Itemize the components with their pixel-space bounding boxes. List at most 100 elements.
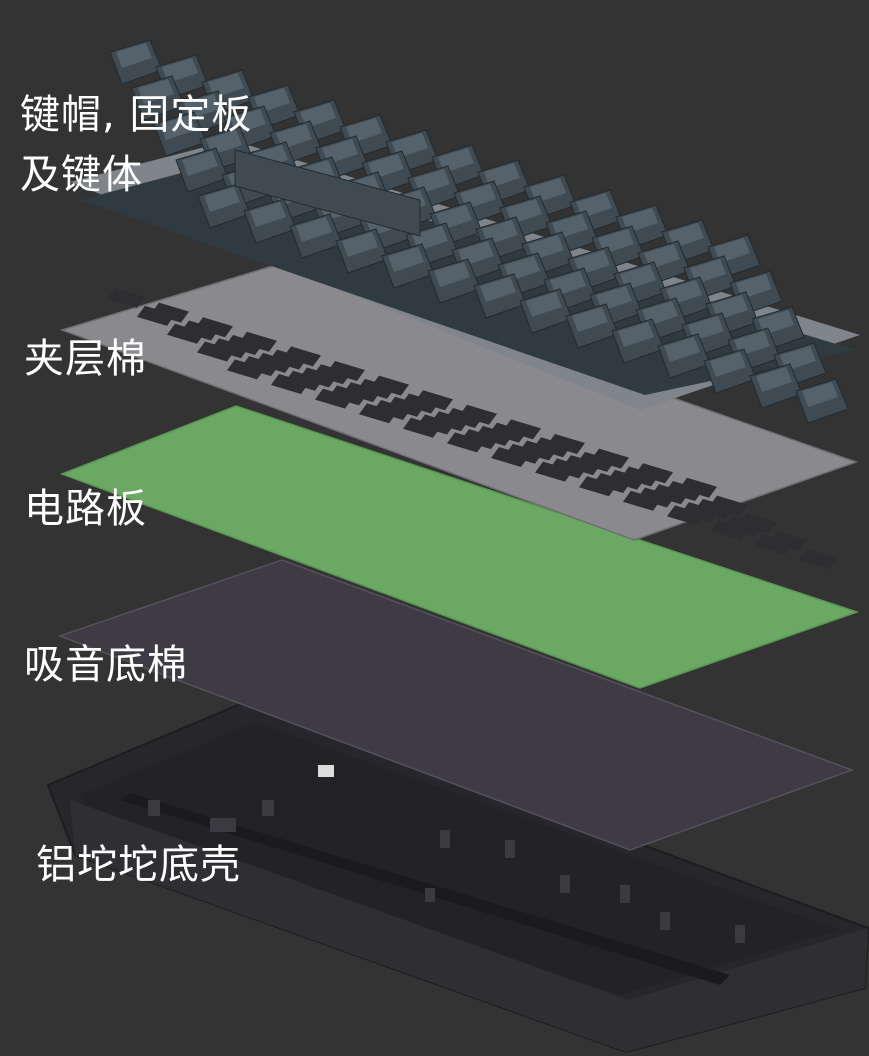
foam-cutout xyxy=(607,469,645,490)
keycap-top xyxy=(434,262,470,287)
foam-cutout xyxy=(667,505,705,526)
foam-cutout xyxy=(621,466,659,487)
foam-cutout xyxy=(107,288,145,308)
foam-cutout xyxy=(373,399,411,420)
case-layer xyxy=(46,698,869,1054)
plate-foam-layer xyxy=(59,261,859,570)
label-pcb: 电路板 xyxy=(24,486,147,532)
case-front-wall xyxy=(70,800,868,1052)
foam-cutout xyxy=(329,385,367,406)
label-keycaps-plate: 键帽, 固定板 xyxy=(20,92,253,138)
foam-cutout xyxy=(357,378,395,399)
plate-foam-cutouts xyxy=(107,288,837,570)
foam-cutout xyxy=(533,437,571,458)
foam-cutout xyxy=(343,382,381,403)
keycap-top xyxy=(572,307,608,332)
keycap-top xyxy=(664,337,700,362)
foam-cutout xyxy=(403,417,441,438)
foam-cutout xyxy=(225,335,263,356)
keycap-top xyxy=(116,43,152,68)
foam-cutout xyxy=(799,549,837,570)
foam-cutout xyxy=(359,403,397,424)
foam-cutout xyxy=(579,476,617,497)
foam-cutout xyxy=(371,375,409,396)
foam-cutout xyxy=(769,531,807,552)
foam-cutout xyxy=(695,498,733,519)
foam-cutout xyxy=(489,422,527,443)
foam-cutout xyxy=(283,346,321,367)
foam-cutout xyxy=(709,495,747,516)
foam-cutout xyxy=(635,463,673,484)
foam-cutout xyxy=(327,361,365,381)
foam-cutout xyxy=(755,534,793,555)
foam-cutout xyxy=(227,359,265,380)
keycap-top xyxy=(342,232,378,257)
keycap-top xyxy=(618,322,654,347)
label-switches: 及键体 xyxy=(20,152,143,198)
foam-cutout xyxy=(547,434,585,454)
case-usb-cutout xyxy=(318,765,334,777)
pcb-layer xyxy=(59,405,860,689)
foam-cutout xyxy=(549,458,587,479)
foam-cutout xyxy=(681,502,719,523)
label-case: 铝坨坨底壳 xyxy=(36,842,241,888)
foam-cutout xyxy=(285,370,323,391)
foam-cutout xyxy=(459,404,497,425)
foam-cutout xyxy=(665,481,703,502)
foam-cutout xyxy=(241,356,279,377)
foam-cutout xyxy=(725,516,763,537)
foam-cutout xyxy=(679,477,717,498)
keycap-top xyxy=(480,277,516,302)
foam-cutout xyxy=(739,513,777,534)
foam-cutout xyxy=(269,349,307,370)
foam-cutout xyxy=(563,455,601,476)
foam-cutout xyxy=(577,451,615,472)
keycap-top xyxy=(526,292,562,317)
keycap-top xyxy=(204,187,240,212)
keycap-top xyxy=(388,247,424,272)
foam-cutout xyxy=(593,472,631,493)
foam-cutout xyxy=(195,317,233,338)
label-plate-foam: 夹层棉 xyxy=(24,336,147,382)
keycap-top xyxy=(802,382,838,407)
spacebar-keycap xyxy=(234,149,421,237)
keycap-top xyxy=(182,151,218,176)
foam-cutout xyxy=(271,374,309,394)
foam-cutout xyxy=(417,414,455,435)
foam-cutout xyxy=(519,440,557,461)
case-standoffs xyxy=(148,800,745,943)
foam-cutout xyxy=(299,367,337,388)
foam-cutout xyxy=(535,461,573,482)
foam-cutout xyxy=(401,393,439,414)
foam-cutout xyxy=(461,429,499,450)
foam-cutout xyxy=(447,432,485,453)
foam-cutout xyxy=(623,490,661,511)
foam-cutout xyxy=(445,408,483,429)
foam-cutout xyxy=(197,341,235,362)
foam-cutout xyxy=(591,448,629,469)
foam-cutout xyxy=(503,419,541,440)
foam-cutout xyxy=(711,520,749,540)
foam-cutout xyxy=(651,484,689,505)
label-bottom-foam: 吸音底棉 xyxy=(24,642,188,688)
foam-cutout xyxy=(211,338,249,359)
foam-cutout xyxy=(491,447,529,467)
keycap-top xyxy=(710,352,746,377)
foam-cutout xyxy=(637,487,675,508)
keycaps-plate-switches-layer xyxy=(70,39,860,424)
foam-cutout xyxy=(151,302,189,323)
keycap-array xyxy=(109,39,849,424)
foam-cutout xyxy=(167,323,205,344)
bottom-foam-layer xyxy=(57,559,855,851)
foam-cutout xyxy=(475,425,513,446)
foam-cutout xyxy=(239,331,277,352)
foam-cutout xyxy=(505,443,543,464)
foam-cutout xyxy=(431,411,469,432)
keycap-top xyxy=(138,79,174,104)
keycap-top xyxy=(296,217,332,242)
foam-cutout xyxy=(313,364,351,385)
foam-cutout xyxy=(181,320,219,341)
foam-cutout xyxy=(415,390,453,411)
keycap-top xyxy=(160,115,196,140)
